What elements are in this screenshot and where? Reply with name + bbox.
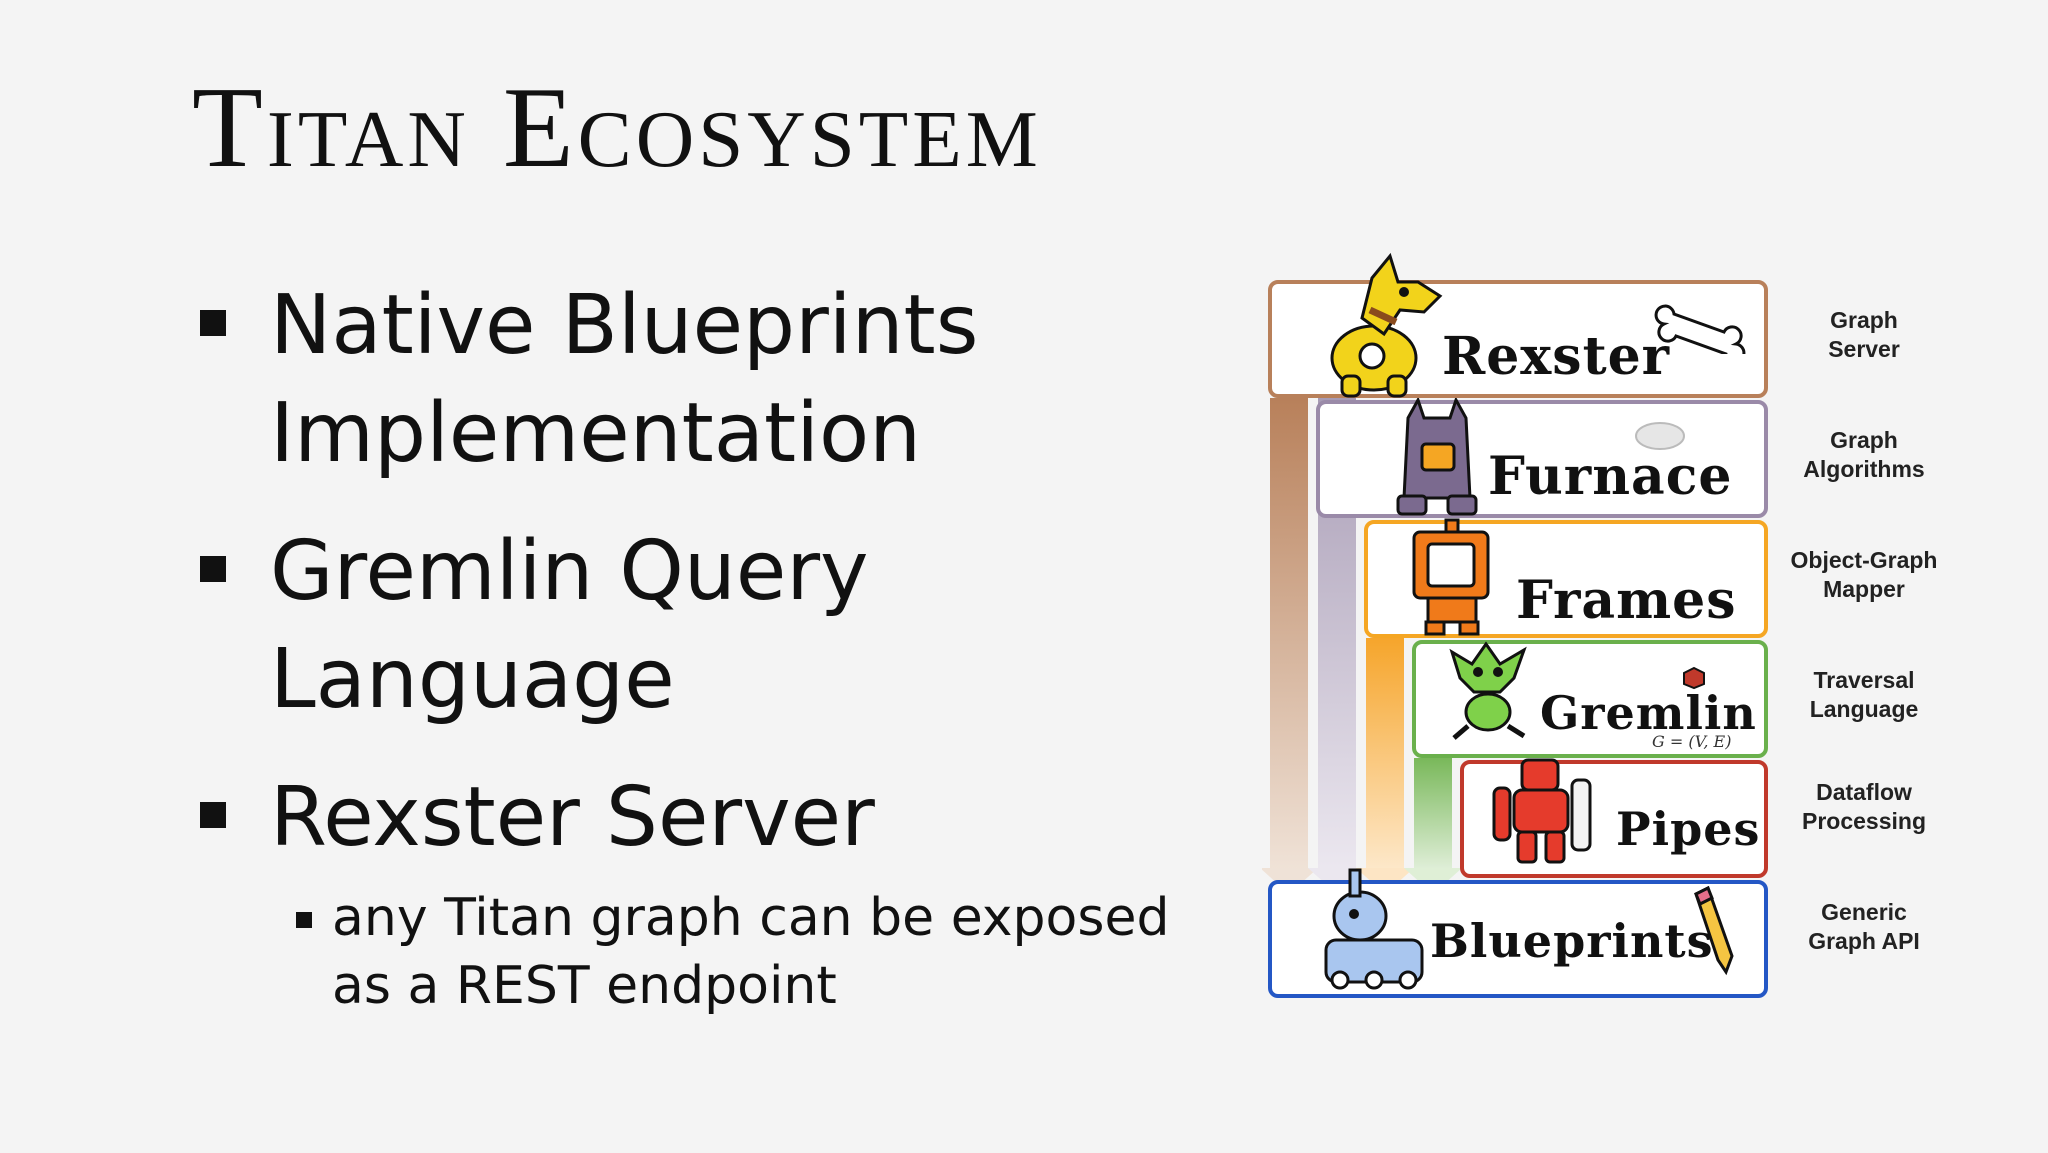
arrow-gremlin-icon — [1404, 758, 1462, 894]
pipes-robot-icon — [1492, 758, 1592, 864]
frame-robot-icon — [1412, 518, 1490, 636]
arrow-frames-icon — [1356, 638, 1414, 894]
layer-name: Blueprints — [1430, 914, 1714, 968]
layer-name: Furnace — [1488, 446, 1733, 507]
layer-furnace: Furnace — [1316, 400, 1768, 518]
role-label-pipes: Dataflow Processing — [1802, 779, 1926, 834]
arrow-rexster-icon — [1262, 398, 1318, 894]
tinkerpop-stack-diagram: Rexster Furnace — [1262, 248, 1962, 1008]
furnace-robot-icon — [1396, 398, 1478, 516]
sub-bullet-list: any Titan graph can be exposed as a REST… — [270, 884, 1200, 1020]
red-cube-icon — [1683, 666, 1705, 690]
bullet-marker-icon — [200, 556, 226, 582]
bullet-item: Gremlin Query Language — [200, 518, 1200, 734]
bone-icon — [1654, 304, 1746, 354]
bullet-marker-icon — [200, 310, 226, 336]
slide-title: Titan Ecosystem — [192, 64, 1042, 192]
role-label-rexster: Graph Server — [1828, 307, 1900, 362]
gremlin-icon — [1449, 641, 1527, 740]
role-label-frames: Object-Graph Mapper — [1790, 547, 1938, 602]
layer-name: Frames — [1516, 570, 1737, 631]
layer-name: Rexster — [1442, 326, 1671, 387]
layer-name: Pipes — [1616, 802, 1761, 856]
layer-pipes: Pipes — [1460, 760, 1768, 878]
sub-bullet-marker-icon — [296, 912, 312, 928]
bullet-marker-icon — [200, 802, 226, 828]
bullet-item: Rexster Server any Titan graph can be ex… — [200, 764, 1200, 1020]
bullet-text: Gremlin Query Language — [270, 524, 869, 727]
tank-robot-icon — [1324, 868, 1424, 990]
sub-bullet-item: any Titan graph can be exposed as a REST… — [270, 884, 1192, 1020]
bullet-text: Native Blueprints Implementation — [270, 278, 979, 481]
bullet-text: Rexster Server — [270, 770, 875, 865]
gremlin-formula: G = (V, E) — [1652, 732, 1732, 751]
role-label-gremlin: Traversal Language — [1809, 667, 1919, 722]
pencil-icon — [1694, 886, 1734, 976]
role-label-furnace: Graph Algorithms — [1803, 427, 1925, 482]
sub-bullet-text: any Titan graph can be exposed as a REST… — [332, 888, 1170, 1016]
bullet-list: Native Blueprints Implementation Gremlin… — [200, 272, 1200, 1050]
smoke-cloud-icon — [1635, 422, 1685, 450]
layer-name: Gremlin — [1540, 686, 1757, 740]
role-label-blueprints: Generic Graph API — [1808, 899, 1920, 954]
bullet-item: Native Blueprints Implementation — [200, 272, 1200, 488]
dog-robot-icon — [1330, 252, 1443, 398]
